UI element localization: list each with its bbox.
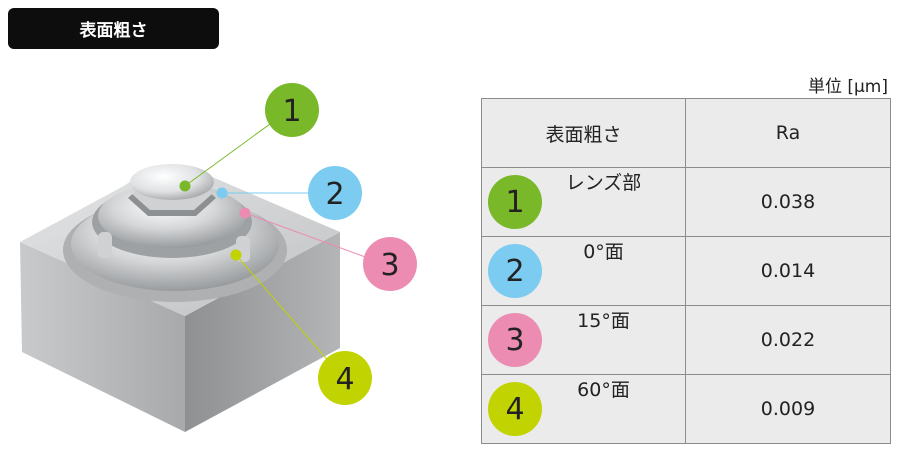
callout-3-number: 3 [380, 248, 399, 283]
callout-3-circle [363, 237, 417, 291]
row-label-cell: 4 60°面 [481, 374, 686, 444]
ra-value: 0.009 [685, 374, 891, 444]
ra-value: 0.038 [685, 167, 891, 237]
table-row: 4 60°面 0.009 [481, 374, 891, 444]
number-badge: 3 [488, 313, 542, 367]
table-header-row: 表面粗さ Ra [481, 98, 891, 168]
callout-4-circle [318, 351, 372, 405]
callout-2: 2 [308, 166, 362, 220]
header-ra: Ra [685, 98, 891, 168]
callout-4-number: 4 [335, 362, 354, 397]
row-label-cell: 2 0°面 [481, 236, 686, 306]
number-badge: 4 [488, 382, 542, 436]
machined-block-illustration: 1 2 3 4 [20, 83, 417, 432]
callout-4: 4 [318, 351, 372, 405]
table-row: 1 レンズ部 0.038 [481, 167, 891, 237]
ra-value: 0.022 [685, 305, 891, 375]
row-label-text: 15°面 [577, 310, 630, 332]
callout-2-number: 2 [325, 177, 344, 212]
row-label-text: レンズ部 [565, 172, 642, 194]
row-label: 2 0°面 [482, 237, 685, 305]
table-row: 2 0°面 0.014 [481, 236, 891, 306]
roughness-table: 表面粗さ Ra 1 レンズ部 0.038 2 0°面 0.014 [481, 98, 891, 444]
row-label-cell: 3 15°面 [481, 305, 686, 375]
ra-value: 0.014 [685, 236, 891, 306]
row-label: 4 60°面 [482, 375, 685, 443]
callout-1-circle [265, 83, 319, 137]
row-label-text: 60°面 [577, 379, 630, 401]
number-badge: 1 [488, 175, 542, 229]
page-title: 表面粗さ [8, 8, 219, 49]
callout-1: 1 [265, 83, 319, 137]
row-label: 3 15°面 [482, 306, 685, 374]
callout-2-circle [308, 166, 362, 220]
number-badge: 2 [488, 244, 542, 298]
row-label: 1 レンズ部 [482, 168, 685, 236]
callout-3: 3 [363, 237, 417, 291]
unit-label: 単位 [μm] [807, 77, 888, 97]
header-surface-roughness: 表面粗さ [481, 98, 686, 168]
row-label-cell: 1 レンズ部 [481, 167, 686, 237]
row-label-text: 0°面 [583, 241, 624, 263]
table-row: 3 15°面 0.022 [481, 305, 891, 375]
callout-1-number: 1 [282, 94, 301, 129]
